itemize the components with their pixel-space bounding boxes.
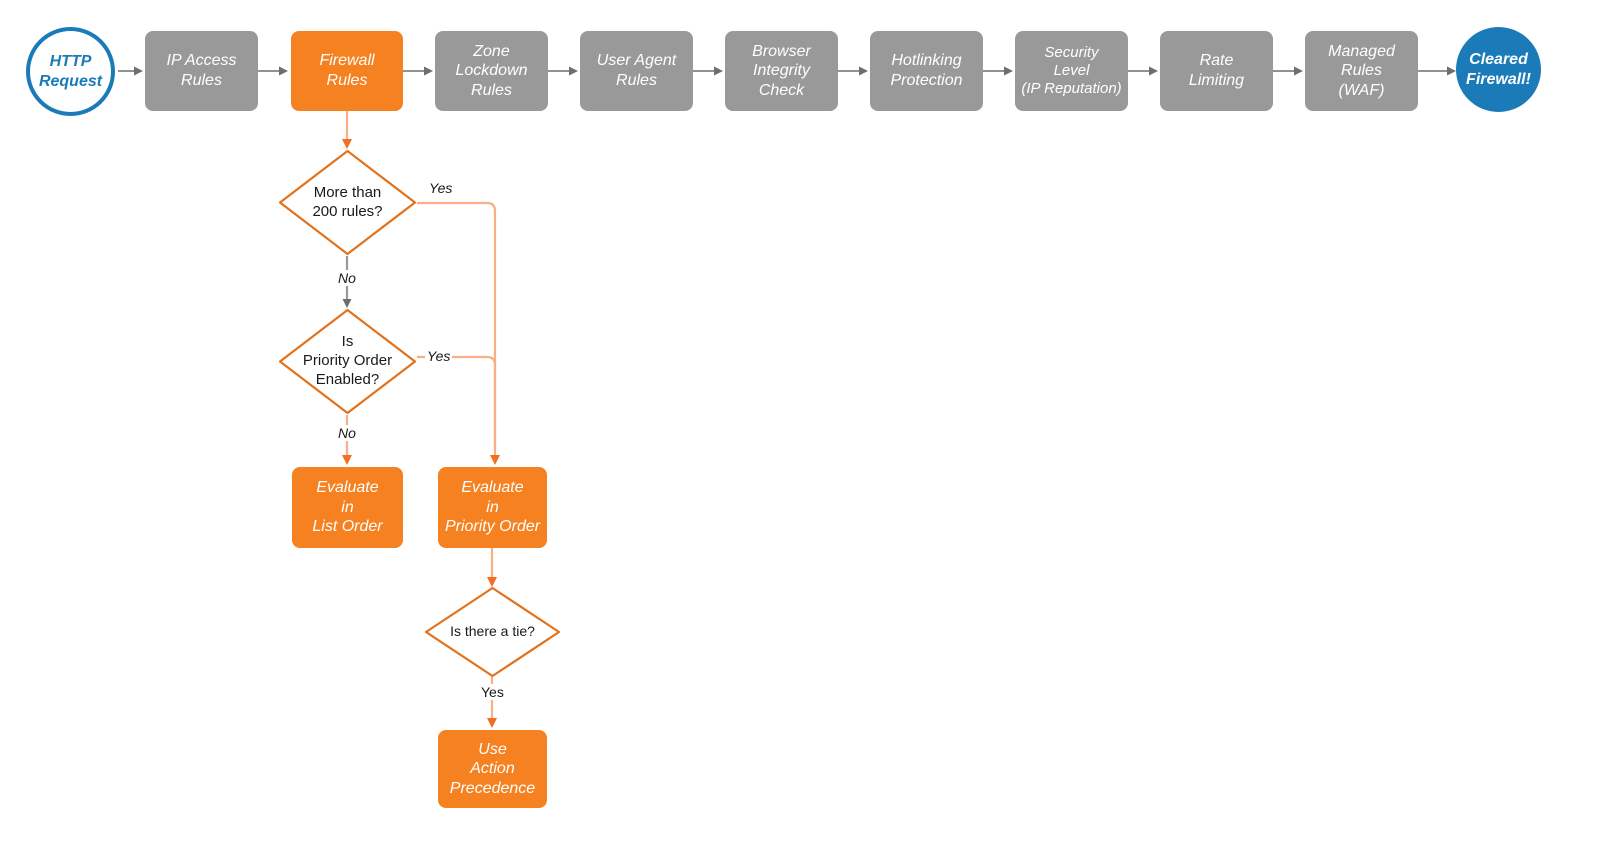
node-rate-limiting[interactable]: Rate Limiting xyxy=(1160,31,1273,111)
node-http-request[interactable]: HTTP Request xyxy=(26,27,115,116)
node-label-user-agent-rules: User Agent Rules xyxy=(596,52,677,89)
node-label-ip-access-rules: IP Access Rules xyxy=(166,52,237,89)
node-evaluate-in-priority-order[interactable]: Evaluate in Priority Order xyxy=(438,467,547,548)
node-security-level[interactable]: Security Level (IP Reputation) xyxy=(1015,31,1128,111)
edge-label-tie-yes: Yes xyxy=(479,684,506,700)
node-label-firewall-rules: Firewall Rules xyxy=(319,52,375,89)
decision-more-than-200-rules[interactable]: More than 200 rules? xyxy=(278,149,417,256)
node-browser-integrity-check[interactable]: Browser Integrity Check xyxy=(725,31,838,111)
decision-is-priority-order-enabled[interactable]: Is Priority Order Enabled? xyxy=(278,308,417,415)
node-hotlinking-protection[interactable]: Hotlinking Protection xyxy=(870,31,983,111)
node-label-zone-lockdown-rules: Zone Lockdown Rules xyxy=(455,42,528,99)
node-label-rate-limiting: Rate Limiting xyxy=(1188,52,1245,89)
decision-label-more-than-200-rules: More than 200 rules? xyxy=(312,183,383,220)
decision-label-is-there-a-tie: Is there a tie? xyxy=(450,623,535,640)
node-ip-access-rules[interactable]: IP Access Rules xyxy=(145,31,258,111)
node-label-cleared-firewall: Cleared Firewall! xyxy=(1466,50,1531,88)
node-label-managed-rules-waf: Managed Rules (WAF) xyxy=(1328,42,1395,99)
node-firewall-rules[interactable]: Firewall Rules xyxy=(291,31,403,111)
node-label-use-action-precedence: Use Action Precedence xyxy=(449,740,536,797)
node-label-browser-integrity-check: Browser Integrity Check xyxy=(752,42,811,99)
node-label-evaluate-in-priority-order: Evaluate in Priority Order xyxy=(444,479,541,536)
node-managed-rules-waf[interactable]: Managed Rules (WAF) xyxy=(1305,31,1418,111)
node-user-agent-rules[interactable]: User Agent Rules xyxy=(580,31,693,111)
edge-label-more-rules-no: No xyxy=(336,270,358,286)
node-label-http-request: HTTP Request xyxy=(38,52,103,90)
node-evaluate-in-list-order[interactable]: Evaluate in List Order xyxy=(292,467,403,548)
node-label-security-level: Security Level (IP Reputation) xyxy=(1021,43,1122,98)
node-use-action-precedence[interactable]: Use Action Precedence xyxy=(438,730,547,808)
node-label-evaluate-in-list-order: Evaluate in List Order xyxy=(312,479,383,536)
decision-label-is-priority-order-enabled: Is Priority Order Enabled? xyxy=(302,333,393,388)
edge-label-priority-no: No xyxy=(336,425,358,441)
decision-is-there-a-tie[interactable]: Is there a tie? xyxy=(424,586,561,678)
node-label-hotlinking-protection: Hotlinking Protection xyxy=(890,52,963,89)
node-cleared-firewall[interactable]: Cleared Firewall! xyxy=(1456,27,1541,112)
node-zone-lockdown-rules[interactable]: Zone Lockdown Rules xyxy=(435,31,548,111)
edge-label-priority-yes: Yes xyxy=(425,348,453,364)
edge-label-more-rules-yes: Yes xyxy=(427,180,455,196)
